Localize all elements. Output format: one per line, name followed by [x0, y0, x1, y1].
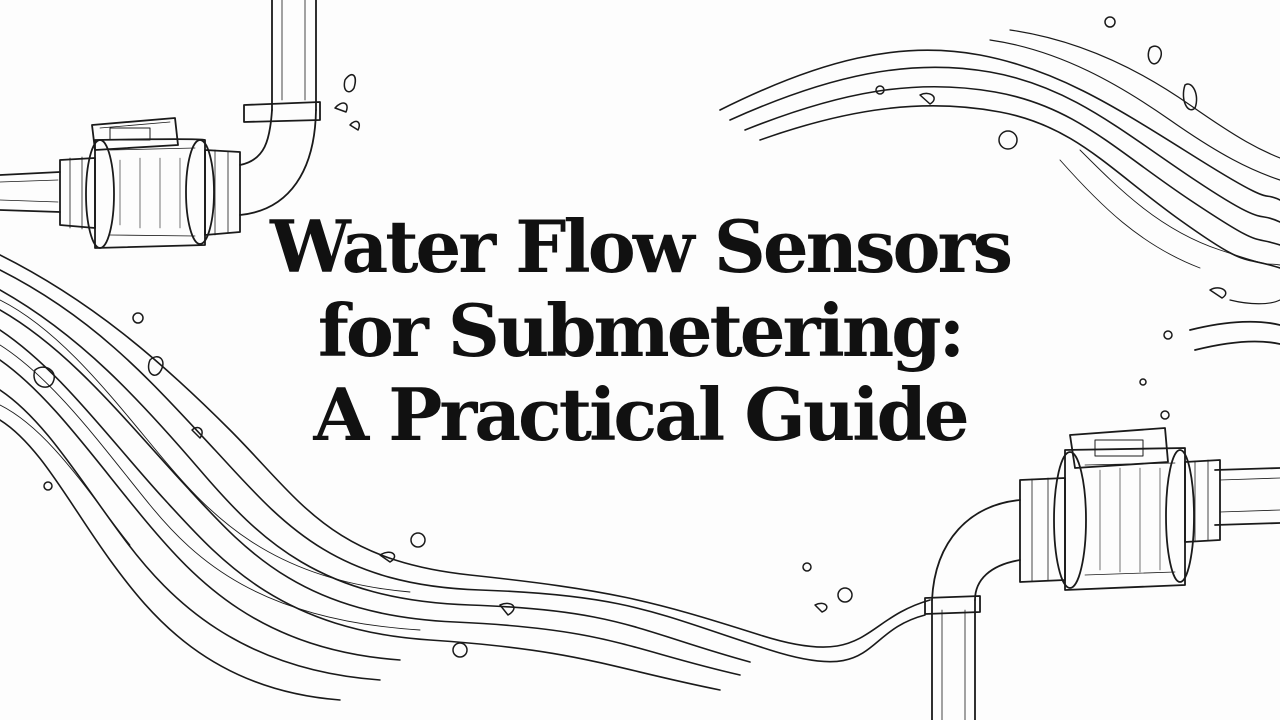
water-stream-right	[719, 29, 1280, 305]
pipe-flow-meter-bottom-right	[924, 320, 1280, 720]
page-title: Water Flow Sensors for Submetering: A Pr…	[0, 205, 1280, 457]
pipe-flow-meter-top-left	[0, 0, 321, 249]
title-line-3: A Practical Guide	[313, 372, 969, 457]
title-line-2: for Submetering:	[317, 288, 965, 373]
water-stream-left	[0, 254, 931, 701]
water-droplets	[33, 16, 1227, 658]
title-line-1: Water Flow Sensors	[269, 204, 1013, 289]
